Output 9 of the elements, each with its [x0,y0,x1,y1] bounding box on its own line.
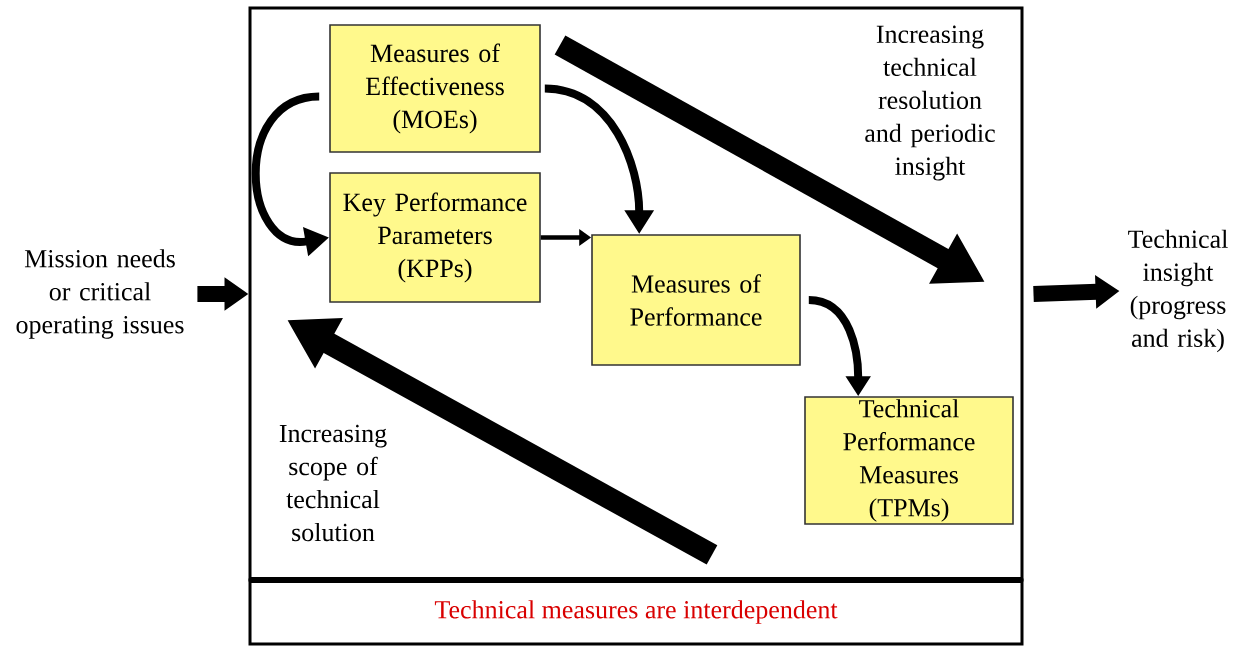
note-text: Increasing technical resolution and periodic insight [865,25,995,181]
measure-box: Technical Performance Measures (TPMs) [804,396,1014,525]
note-text: Increasing scope of technical solution [279,424,387,542]
side-text: Mission needs or critical operating issues [16,249,184,339]
measure-box: Measures of Effectiveness (MOEs) [329,24,541,153]
measure-box: Key Performance Parameters (KPPs) [329,172,541,303]
side-text: Technical insight (progress and risk) [1128,229,1228,353]
caption-band: Technical measures are interdependent [248,578,1024,646]
measure-box: Measures of Performance [591,234,801,366]
